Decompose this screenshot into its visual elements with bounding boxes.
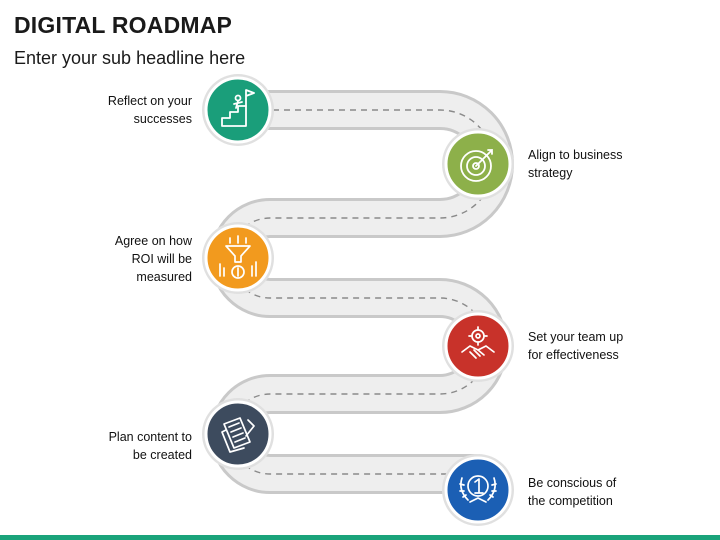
laurel-trophy-icon	[459, 475, 497, 503]
step-6-label: Be conscious of the competition	[528, 476, 617, 508]
step-5-label: Plan content to be created	[108, 430, 192, 462]
documents-icon	[221, 417, 255, 453]
step-5-node	[202, 398, 274, 470]
target-icon	[460, 149, 493, 182]
step-4-node	[442, 310, 514, 382]
handshake-gear-icon	[461, 326, 495, 359]
step-6-node	[442, 454, 514, 526]
mountain-flag-icon	[221, 89, 255, 127]
funnel-dollar-icon	[219, 235, 257, 279]
step-2-node	[442, 128, 514, 200]
step-4-label: Set your team up for effectiveness	[528, 330, 624, 362]
page-title: DIGITAL ROADMAP	[14, 12, 233, 38]
step-3-node	[202, 222, 274, 294]
step-2-label: Align to business strategy	[528, 148, 623, 180]
step-1-node	[202, 74, 274, 146]
page-subtitle: Enter your sub headline here	[14, 48, 246, 68]
step-1-label: Reflect on your successes	[107, 94, 192, 126]
bottom-accent-bar	[0, 535, 720, 540]
step-3-label: Agree on how ROI will be measured	[114, 234, 192, 284]
